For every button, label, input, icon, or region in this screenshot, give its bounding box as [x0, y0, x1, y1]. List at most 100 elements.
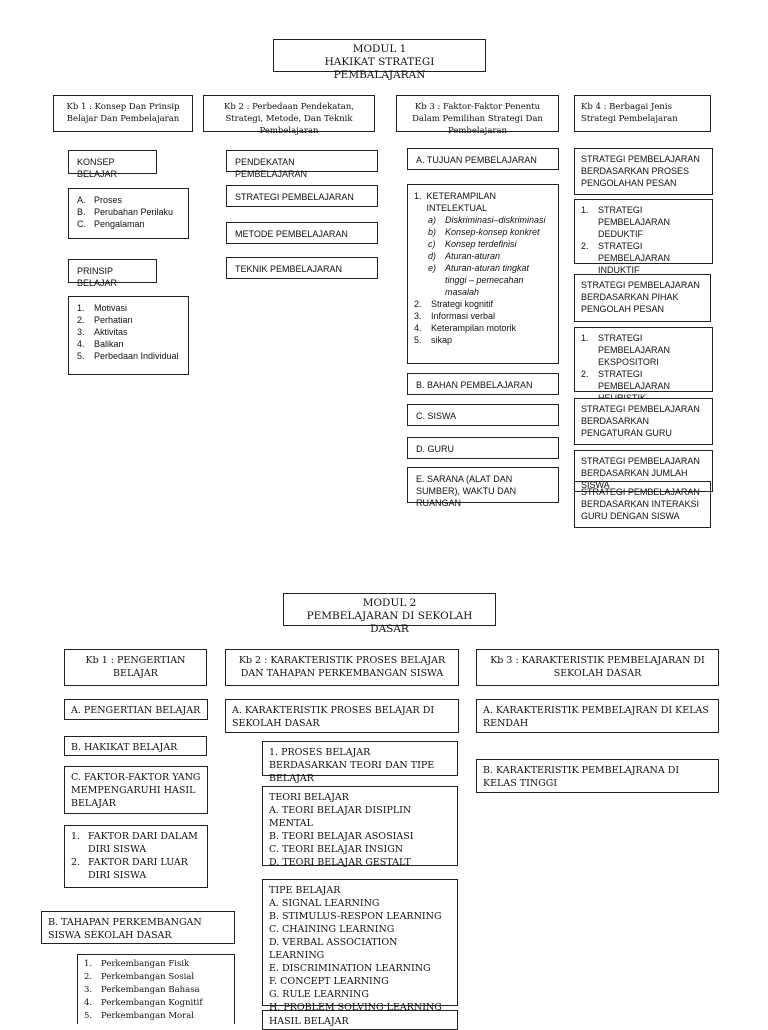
list-item: 2.STRATEGI PEMBELAJARAN INDUKTIF	[581, 240, 706, 276]
list-item-text: Perkembangan Kognitif	[101, 998, 203, 1008]
list-item-number: 2.	[414, 299, 422, 309]
tujuan-pembelajaran: A. TUJUAN PEMBELAJARAN	[407, 148, 559, 170]
kb2-item-box: METODE PEMBELAJARAN	[226, 222, 378, 244]
list-item: A. SIGNAL LEARNING	[269, 898, 380, 909]
list-item: 2.Perhatian	[77, 314, 180, 326]
tahapan-perkembangan: B. TAHAPAN PERKEMBANGAN SISWA SEKOLAH DA…	[41, 911, 235, 944]
list-item: F. CONCEPT LEARNING	[269, 976, 389, 987]
modul2-title: MODUL 2 PEMBELAJARAN DI SEKOLAH DASAR	[283, 593, 496, 635]
modul1-kb2-header: Kb 2 : Perbedaan Pendekatan, Strategi, M…	[203, 95, 375, 136]
siswa-box: C. SISWA	[407, 404, 559, 426]
list-item-number: 5.	[77, 351, 85, 361]
list-item-text: Pengalaman	[94, 219, 145, 229]
strategi-pengaturan-guru: STRATEGI PEMBELAJARAN BERDASARKAN PENGAT…	[574, 398, 713, 445]
list-item-text: Balikan	[94, 339, 124, 349]
list-item-number: C.	[77, 219, 86, 229]
list-item: E. DISCRIMINATION LEARNING	[269, 963, 431, 974]
guru-box: D. GURU	[407, 437, 559, 459]
list-item-text: FAKTOR DARI DALAM DIRI SISWA	[88, 831, 198, 855]
modul1-kb1-header: Kb 1 : Konsep Dan Prinsip Belajar Dan Pe…	[53, 95, 193, 132]
proses-belajar-teori-tipe: 1. PROSES BELAJAR BERDASARKAN TEORI DAN …	[262, 741, 458, 784]
karakteristik-kelas-rendah: A. KARAKTERISTIK PEMBELAJRAN DI KELAS RE…	[476, 699, 719, 733]
list-item: 5.sikap	[414, 334, 552, 346]
prinsip-belajar-label: PRINSIP BELAJAR	[68, 259, 157, 288]
list-item: 5.Perkembangan Moral	[84, 1010, 228, 1023]
list-item-number: c)	[428, 239, 436, 249]
hakikat-belajar: B. HAKIKAT BELAJAR	[64, 736, 207, 756]
kb2-item-box: STRATEGI PEMBELAJARAN	[226, 185, 378, 207]
list-item-text: Proses	[94, 195, 123, 205]
strategi-proses-pengolahan: STRATEGI PEMBELAJARAN BERDASARKAN PROSES…	[574, 148, 713, 195]
list-item-number: 1.	[84, 959, 93, 969]
modul2-title-line2: PEMBELAJARAN DI SEKOLAH DASAR	[306, 610, 473, 635]
teori-belajar-box: TEORI BELAJAR A. TEORI BELAJAR DISIPLIN …	[262, 786, 458, 868]
list-item-text: Konsep-konsep konkret	[445, 227, 540, 237]
list-item-number: 4.	[77, 339, 85, 349]
list-item-text: Perkembangan Fisik	[101, 959, 190, 969]
hasil-belajar-box: HASIL BELAJAR	[262, 1010, 458, 1030]
modul1-title-line1: MODUL 1	[352, 43, 407, 55]
list-item: 4.Keterampilan motorik	[414, 322, 552, 334]
list-item: b) Konsep-konsep konkret	[428, 226, 552, 238]
list-item-number: d)	[428, 251, 437, 261]
list-item: B.Perubahan Perilaku	[77, 206, 180, 218]
list-item: 2.Strategi kognitif	[414, 298, 552, 310]
list-item-text: Diskriminasi–diskriminasi	[445, 215, 546, 225]
list-item: 3.Perkembangan Bahasa	[84, 984, 228, 997]
list-item-number: a)	[428, 215, 437, 225]
list-item: 2. FAKTOR DARI LUAR DIRI SISWA	[71, 856, 201, 882]
modul2-kb1-header: Kb 1 : PENGERTIAN BELAJAR	[64, 649, 207, 686]
list-item: 1. STRATEGI PEMBELAJARAN DEDUKTIF	[581, 204, 706, 240]
list-item-number: 3.	[414, 311, 422, 321]
list-item: A.Proses	[77, 194, 180, 206]
list-item-text: Aturan-aturan tingkat tinggi – pemecahan…	[445, 263, 530, 297]
list-item-text: Keterampilan motorik	[431, 323, 517, 333]
list-item-text: Aktivitas	[94, 327, 128, 337]
list-item: 1. FAKTOR DARI DALAM DIRI SISWA	[71, 830, 201, 856]
modul1-kb3-header: Kb 3 : Faktor-Faktor Penentu Dalam Pemil…	[396, 95, 559, 136]
list-item-text: STRATEGI PEMBELAJARAN INDUKTIF	[598, 241, 671, 275]
list-item-number: 3.	[84, 985, 93, 995]
karakteristik-kelas-tinggi: B. KARAKTERISTIK PEMBELAJRANA DI KELAS T…	[476, 759, 719, 793]
list-item-text: Perbedaan Individual	[94, 351, 179, 361]
faktor-list: 1. FAKTOR DARI DALAM DIRI SISWA 2. FAKTOR D…	[64, 825, 208, 888]
list-item-number: 2.	[71, 857, 81, 868]
strategi-interaksi-guru: STRATEGI PEMBELAJARAN BERDASARKAN INTERA…	[574, 481, 711, 528]
faktor-faktor-hasil-belajar: C. FAKTOR-FAKTOR YANG MEMPENGARUHI HASIL…	[64, 766, 208, 814]
list-item-number: 2.	[581, 369, 589, 379]
list-item: 3.Aktivitas	[77, 326, 180, 338]
list-item-number: 2.	[77, 315, 85, 325]
modul2-kb2-header: Kb 2 : KARAKTERISTIK PROSES BELAJAR DAN …	[225, 649, 459, 686]
list-item-number: b)	[428, 227, 437, 237]
list-item: 3.Informasi verbal	[414, 310, 552, 322]
modul1-title: MODUL 1 HAKIKAT STRATEGI PEMBALAJARAN	[273, 39, 486, 81]
list-item: C. Pengalaman	[77, 218, 180, 230]
list-item-number: 5.	[414, 335, 422, 345]
modul2-title-line1: MODUL 2	[362, 597, 417, 609]
list-item-text: FAKTOR DARI LUAR DIRI SISWA	[88, 857, 188, 881]
bahan-pembelajaran: B. BAHAN PEMBELAJARAN	[407, 373, 559, 395]
tipe-belajar-title: TIPE BELAJAR	[269, 885, 341, 896]
list-item-text: Konsep terdefinisi	[445, 239, 517, 249]
list-item: e)Aturan-aturan tingkat tinggi – pemecah…	[428, 262, 552, 298]
list-item: D. TEORI BELAJAR GESTALT	[269, 857, 411, 868]
keterampilan-box: 1.KETERAMPILAN INTELEKTUAL a)Diskriminas…	[407, 184, 559, 364]
list-item-number: 1.	[71, 831, 81, 842]
list-item-number: 1.	[581, 205, 589, 215]
list-item: 1. Perkembangan Fisik	[84, 958, 228, 971]
list-item-text: STRATEGI PEMBELAJARAN EKSPOSITORI	[598, 333, 671, 367]
list-item-text: STRATEGI PEMBELAJARAN DEDUKTIF	[598, 205, 671, 239]
list-item-text: Aturan-aturan	[445, 251, 501, 261]
list-item-number: B.	[77, 207, 86, 217]
list-item-number: 2.	[84, 972, 93, 982]
hasil-belajar-title: HASIL BELAJAR	[269, 1016, 349, 1027]
teori-belajar-title: TEORI BELAJAR	[269, 792, 349, 803]
list-item: a) Diskriminasi–diskriminasi	[428, 214, 552, 226]
list-item-number: 5.	[84, 1011, 93, 1021]
